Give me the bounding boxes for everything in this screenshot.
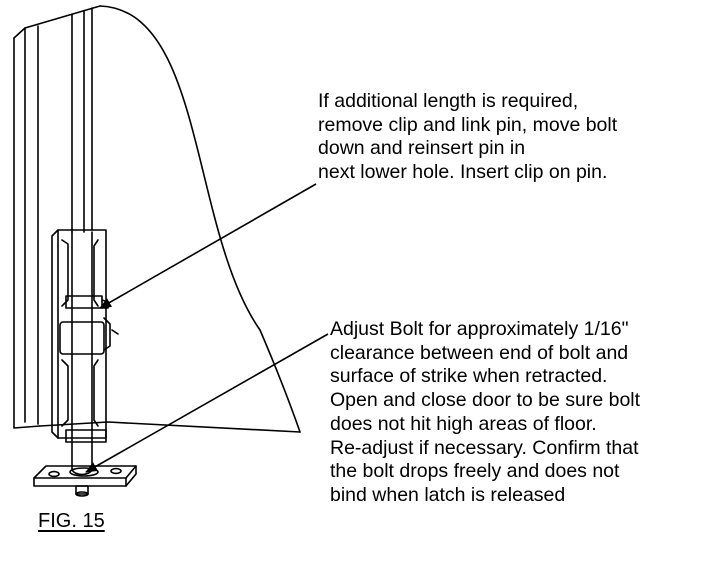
- callout-bottom-line: clearance between end of bolt and: [330, 341, 629, 364]
- callout-bottom-line: Adjust Bolt for approximately 1/16": [330, 318, 629, 340]
- callout-top-line: remove clip and link pin, move bolt: [318, 113, 618, 136]
- callout-top-line: If additional length is required,: [318, 90, 579, 112]
- bolt-housing: [51, 229, 119, 439]
- callout-top-line: down and reinsert pin in: [318, 137, 526, 160]
- figure-label: FIG. 15: [38, 510, 105, 532]
- callout-bottom-line: surface of strike when retracted.: [330, 365, 608, 388]
- callout-bottom-line: Re-adjust if necessary. Confirm that: [330, 436, 639, 459]
- callout-top: If additional length is required, remove…: [318, 90, 617, 185]
- callout-top-line: next lower hole. Insert clip on pin.: [318, 161, 608, 184]
- callout-bottom-line: the bolt drops freely and does not: [330, 460, 620, 483]
- strike-plate: [33, 465, 137, 487]
- door-panel: [13, 5, 101, 429]
- door-swing-arc: [99, 5, 301, 433]
- callout-top-leader-arrow: [99, 183, 317, 309]
- callout-bottom-line: bind when latch is released: [330, 483, 566, 506]
- bolt-tip: [75, 485, 89, 497]
- callout-bottom-line: does not hit high areas of floor.: [330, 412, 597, 435]
- callout-bottom: Adjust Bolt for approximately 1/16" clea…: [330, 318, 640, 508]
- callout-bottom-leader-arrow: [85, 333, 329, 473]
- bolt-clamp-ring: [65, 429, 107, 443]
- callout-bottom-line: Open and close door to be sure bolt: [330, 389, 641, 412]
